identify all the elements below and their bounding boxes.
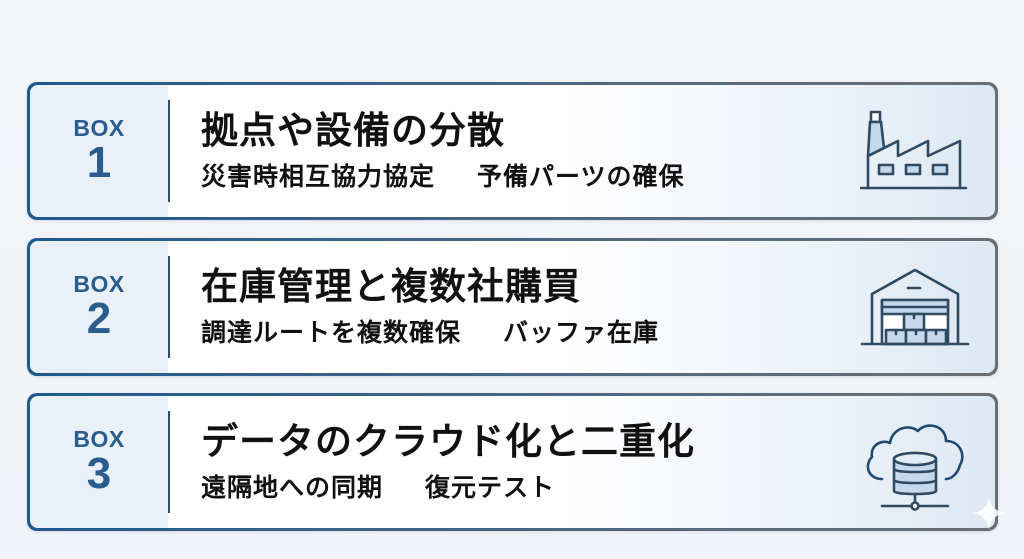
box-number-panel: BOX 2 [30,241,168,373]
divider [168,411,170,513]
box-items: 調達ルートを複数確保 バッファ在庫 [201,315,845,351]
box-number-panel: BOX 1 [30,85,168,217]
box-number-panel: BOX 3 [30,396,168,528]
divider [168,256,170,358]
box-3-card: BOX 3 データのクラウド化と二重化 遠隔地への同期 復元テスト [27,393,998,531]
box-content: 在庫管理と複数社購買 調達ルートを複数確保 バッファ在庫 [201,241,845,373]
box-title: データのクラウド化と二重化 [201,420,695,463]
box-items: 遠隔地への同期 復元テスト [201,470,845,506]
box-number: 1 [86,138,112,187]
box-label: BOX [73,426,125,452]
box-label: BOX [73,271,125,297]
box-content: 拠点や設備の分散 災害時相互協力協定 予備パーツの確保 [201,85,845,217]
box-content: データのクラウド化と二重化 遠隔地への同期 復元テスト [201,396,845,528]
box-item: 遠隔地への同期 [201,473,384,502]
box-item: 災害時相互協力協定 [201,162,436,191]
box-title: 拠点や設備の分散 [201,109,505,152]
box-item: バッファ在庫 [503,318,660,347]
box-number: 2 [86,294,112,343]
cloud-database-icon [860,407,970,517]
box-number: 3 [86,449,112,498]
box-title: 在庫管理と複数社購買 [201,265,581,308]
box-label: BOX [73,115,125,141]
box-item: 予備パーツの確保 [477,162,685,191]
box-item: 復元テスト [425,473,556,502]
box-2-card: BOX 2 在庫管理と複数社購買 調達ルートを複数確保 バッファ在庫 [27,238,998,376]
sparkle-icon [972,496,1006,530]
divider [168,100,170,202]
warehouse-icon [860,252,970,362]
box-1-card: BOX 1 拠点や設備の分散 災害時相互協力協定 予備パーツの確保 [27,82,998,220]
box-items: 災害時相互協力協定 予備パーツの確保 [201,159,845,195]
factory-icon [858,96,970,206]
box-item: 調達ルートを複数確保 [201,318,462,347]
